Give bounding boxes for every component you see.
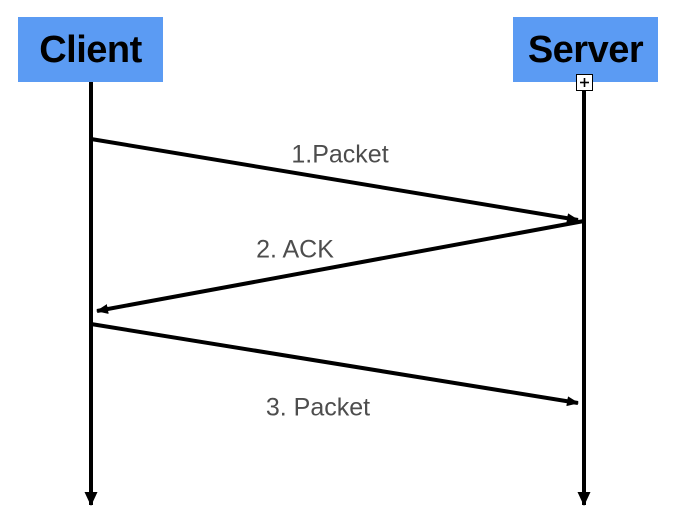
participant-label-client: Client xyxy=(39,28,142,71)
message-label-1[interactable]: 1.Packet xyxy=(291,140,389,169)
plus-icon[interactable] xyxy=(576,74,593,91)
participant-box-server[interactable]: Server xyxy=(513,17,658,82)
message-arrow-3-packet[interactable] xyxy=(90,322,579,407)
participant-box-client[interactable]: Client xyxy=(18,17,163,82)
message-label-3[interactable]: 3. Packet xyxy=(265,393,371,422)
message-arrow-1-packet[interactable] xyxy=(90,137,579,224)
message-label-2[interactable]: 2. ACK xyxy=(256,235,334,264)
message-arrow-2-ack[interactable] xyxy=(96,219,585,314)
participant-label-server: Server xyxy=(527,28,644,71)
